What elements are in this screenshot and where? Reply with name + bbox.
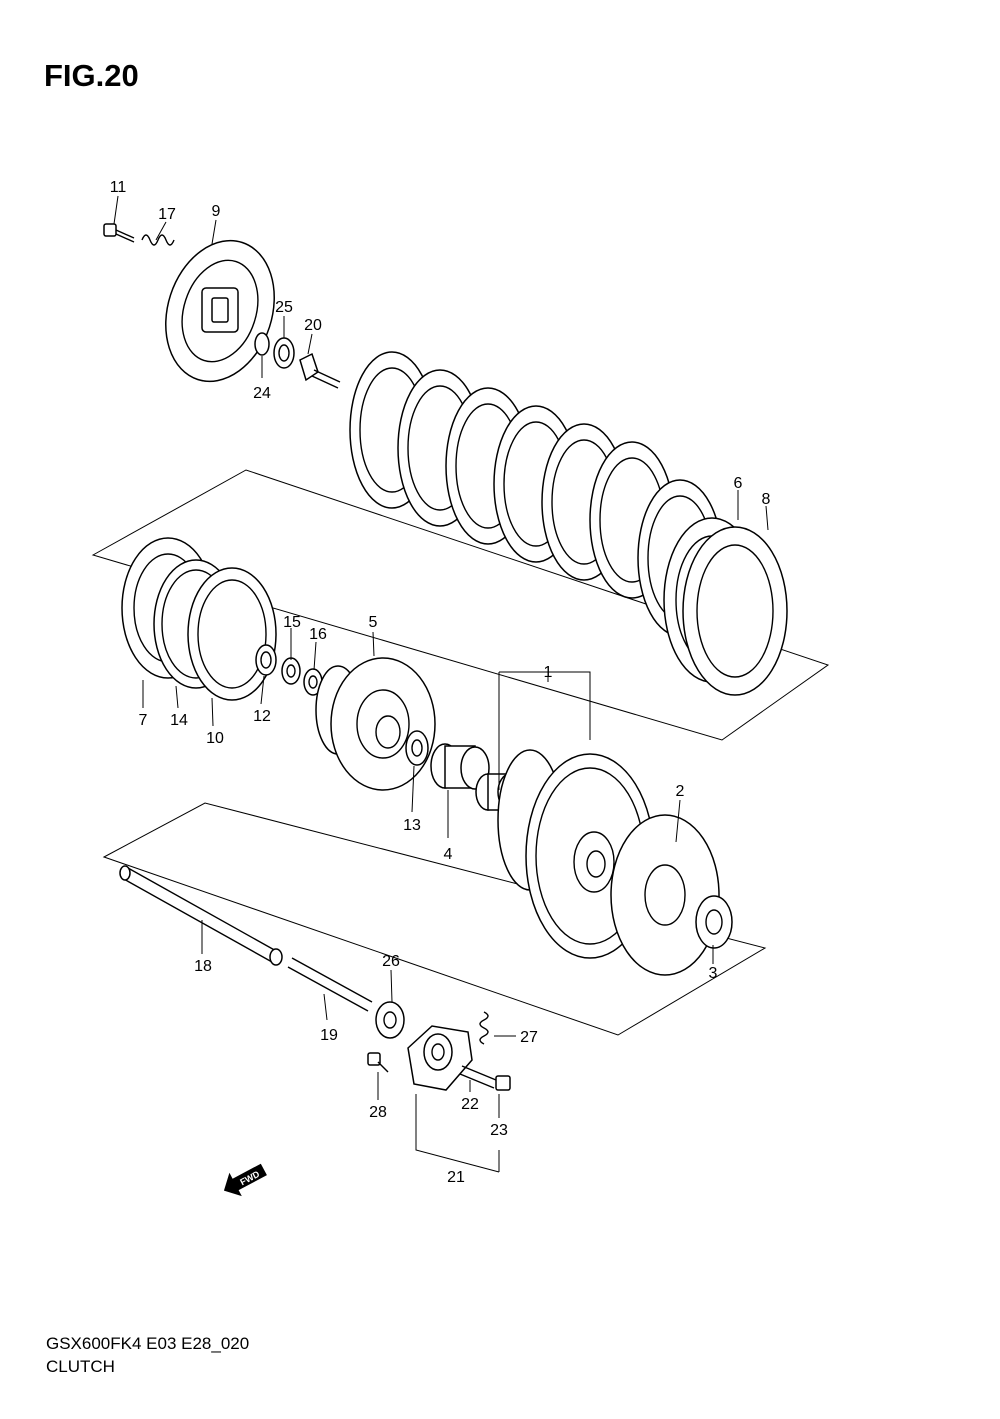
callout-7: 7 <box>139 712 148 729</box>
part-25-bearing[interactable] <box>273 337 295 369</box>
callout-6: 6 <box>734 475 743 492</box>
callout-2: 2 <box>676 783 685 800</box>
callout-18: 18 <box>194 958 212 975</box>
part-9-pressure-plate[interactable] <box>148 226 291 395</box>
part-5-sleeve-hub[interactable] <box>315 657 436 791</box>
leader-lines <box>113 195 769 1173</box>
footer-caption: GSX600FK4 E03 E28_020 CLUTCH <box>46 1332 249 1378</box>
part-13-thrust-washer[interactable] <box>405 730 429 766</box>
part-24-washer[interactable] <box>254 332 270 356</box>
callout-22: 22 <box>461 1096 479 1113</box>
part-21-release-assembly[interactable] <box>407 1025 473 1091</box>
part-28-bolt[interactable] <box>367 1052 389 1073</box>
lower-assembly-frame <box>102 802 767 1036</box>
callout-19: 19 <box>320 1027 338 1044</box>
callout-17: 17 <box>158 206 176 223</box>
part-26-oil-seal[interactable] <box>375 1001 405 1039</box>
section-name: CLUTCH <box>46 1357 115 1376</box>
model-code: GSX600FK4 E03 E28_020 <box>46 1334 250 1353</box>
callout-13: 13 <box>403 817 421 834</box>
part-23-nut[interactable] <box>495 1075 511 1091</box>
part-2-pump-drive-gear[interactable] <box>610 814 720 976</box>
callout-25: 25 <box>275 299 293 316</box>
upper-assembly-frame <box>91 469 830 741</box>
part-12-nut[interactable] <box>255 644 277 676</box>
part-15-washer[interactable] <box>281 657 301 685</box>
part-3-washer[interactable] <box>695 895 733 949</box>
callout-labels: 1 2 3 4 5 6 7 8 9 10 11 12 13 14 15 16 1… <box>110 179 771 1186</box>
callout-9: 9 <box>212 203 221 220</box>
part-18-push-rod[interactable] <box>119 865 283 966</box>
callout-26: 26 <box>382 953 400 970</box>
callout-20: 20 <box>304 317 322 334</box>
part-22-adjuster-screw[interactable] <box>459 1065 497 1089</box>
callout-28: 28 <box>369 1104 387 1121</box>
fwd-direction-arrow: FWD <box>223 1163 267 1197</box>
callout-14: 14 <box>170 712 188 729</box>
callout-16: 16 <box>309 626 327 643</box>
part-8-driven-plate[interactable] <box>682 526 788 696</box>
callout-11: 11 <box>110 179 127 196</box>
callout-15: 15 <box>283 614 301 631</box>
part-11-bolt[interactable] <box>103 223 135 243</box>
figure-title: FIG.20 <box>44 58 139 93</box>
part-19-push-rod[interactable] <box>287 957 373 1012</box>
part-17-spring[interactable] <box>141 234 175 246</box>
callout-8: 8 <box>762 491 771 508</box>
callout-12: 12 <box>253 708 271 725</box>
callout-1: 1 <box>544 664 553 681</box>
part-27-spring[interactable] <box>479 1011 489 1045</box>
callout-3: 3 <box>709 965 718 982</box>
callout-23: 23 <box>490 1122 508 1139</box>
part-20-pushrod-end[interactable] <box>299 352 341 389</box>
callout-24: 24 <box>253 385 271 402</box>
callout-10: 10 <box>206 730 224 747</box>
callout-5: 5 <box>369 614 378 631</box>
clutch-plate-stack <box>349 351 788 696</box>
callout-4: 4 <box>444 846 453 863</box>
callout-27: 27 <box>520 1029 538 1046</box>
part-10-seat[interactable] <box>187 567 277 701</box>
callout-21: 21 <box>447 1169 465 1186</box>
